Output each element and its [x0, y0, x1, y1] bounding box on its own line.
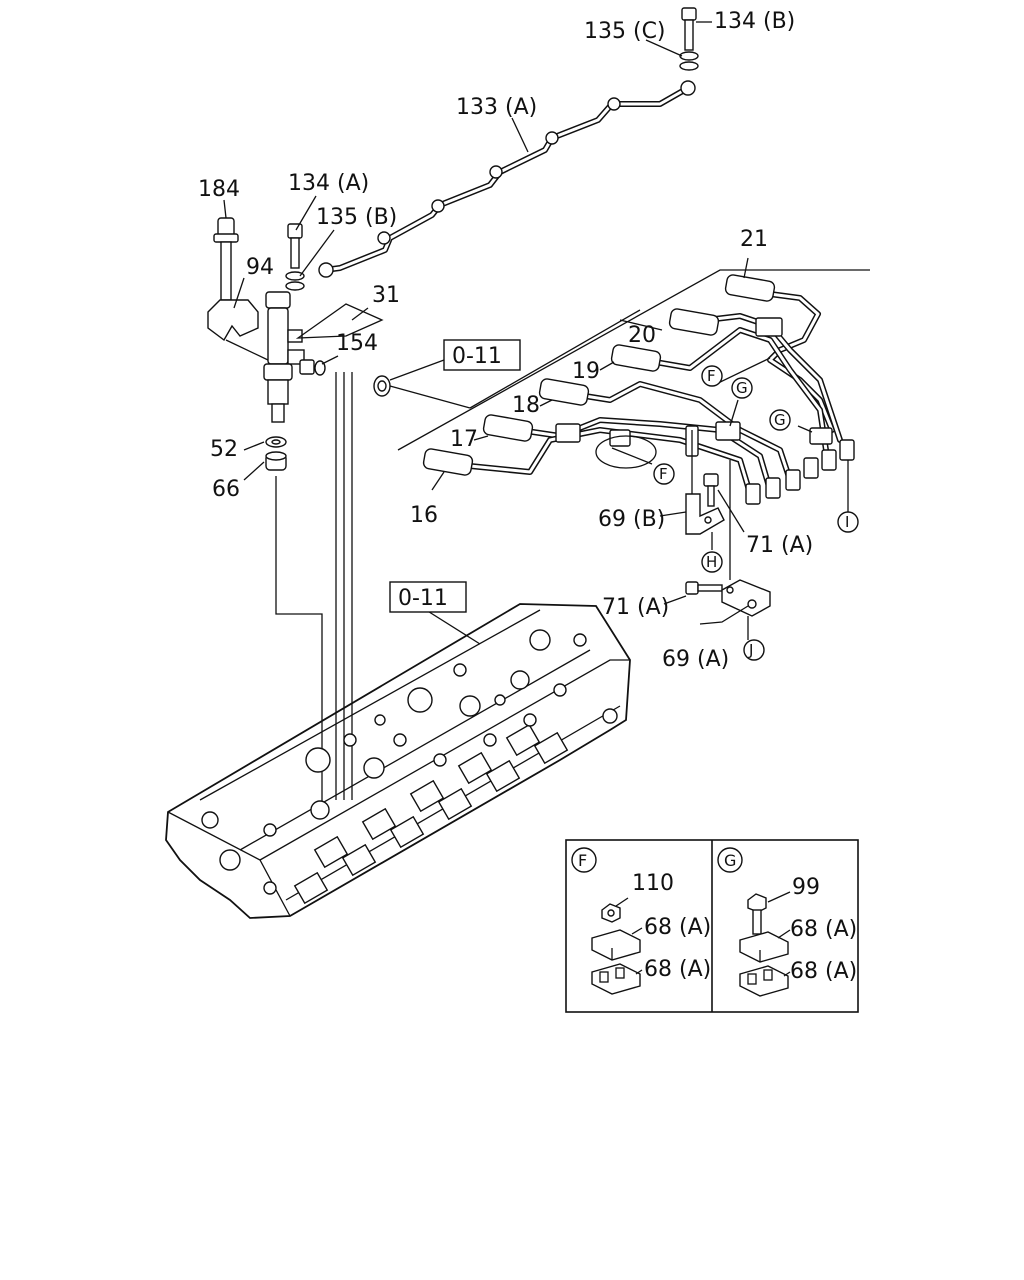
clamp-68a-lower-g [739, 965, 789, 997]
svg-text:I: I [845, 513, 849, 531]
label-18: 18 [512, 393, 540, 418]
bracket-69a[interactable] [721, 579, 771, 617]
detail-g[interactable]: G 99 68 (A) 68 (A) [717, 847, 857, 997]
label-68a-lower-g: 68 (A) [790, 959, 857, 984]
label-134a: 134 (A) [288, 171, 369, 196]
label-68a-lower-f: 68 (A) [644, 957, 711, 982]
bolt-71a-lower[interactable] [685, 581, 723, 595]
label-66: 66 [212, 477, 240, 502]
label-154: 154 [336, 331, 378, 356]
pipe-end-fittings [745, 439, 855, 505]
label-135c: 135 (C) [584, 19, 666, 44]
label-69a: 69 (A) [662, 647, 729, 672]
label-71a-upper: 71 (A) [746, 533, 813, 558]
leader-head [425, 609, 481, 645]
label-ref-top: 0-11 [452, 344, 502, 369]
bracket-69b[interactable] [685, 493, 725, 535]
label-21: 21 [740, 227, 768, 252]
cylinder-head[interactable] [165, 603, 631, 919]
fuel-pipe-133a[interactable] [318, 80, 696, 278]
head-ports [293, 723, 569, 905]
circle-letter-labels: F F G G H I J [659, 367, 849, 659]
detail-g-letter: G [724, 851, 736, 870]
label-19: 19 [572, 359, 600, 384]
pipe-bundle-outline [397, 269, 870, 451]
injector-31[interactable] [263, 291, 305, 423]
label-68a-upper-f: 68 (A) [644, 915, 711, 940]
label-20: 20 [628, 323, 656, 348]
label-69b: 69 (B) [598, 507, 665, 532]
label-17: 17 [450, 427, 478, 452]
svg-text:J: J [748, 641, 753, 659]
bolt-134a[interactable] [285, 223, 305, 291]
detail-box [565, 839, 859, 1013]
nut-110 [601, 903, 621, 923]
svg-text:F: F [659, 465, 668, 483]
svg-text:F: F [707, 367, 716, 385]
circle-letters [653, 365, 859, 661]
label-133a: 133 (A) [456, 95, 537, 120]
washer-52[interactable] [265, 436, 287, 448]
bolt-71a-upper[interactable] [703, 473, 719, 507]
bolt-134b[interactable] [679, 7, 699, 71]
bolt-184[interactable] [213, 217, 239, 301]
injection-pipe-19[interactable] [610, 327, 829, 453]
leader-lines-injector [225, 277, 471, 810]
label-68a-upper-g: 68 (A) [790, 917, 857, 942]
label-99: 99 [792, 875, 820, 900]
detail-f-letter: F [578, 851, 587, 870]
label-16: 16 [410, 503, 438, 528]
seal-66[interactable] [265, 451, 287, 471]
injection-pipe-18[interactable] [538, 378, 793, 483]
connector-0-11-seal[interactable] [373, 375, 391, 397]
injection-pipe-16[interactable] [422, 427, 755, 503]
label-52: 52 [210, 437, 238, 462]
injection-pipe-20[interactable] [668, 308, 843, 443]
part-labels: 184 94 134 (A) 135 (B) 133 (A) 135 (C) 1… [198, 9, 813, 672]
head-bolt-holes [201, 629, 618, 895]
label-110: 110 [632, 871, 674, 896]
o-ring-154[interactable] [314, 360, 326, 376]
label-ref-head: 0-11 [398, 586, 448, 611]
reference-box-top[interactable] [443, 339, 521, 371]
pipe-clamps [555, 317, 833, 469]
svg-text:H: H [706, 553, 717, 571]
clamp-68a-upper-g [739, 931, 789, 963]
clamp-68a-upper-f [591, 929, 641, 961]
leak-off-fitting [299, 359, 315, 375]
label-184: 184 [198, 177, 240, 202]
detail-f[interactable]: F 110 68 (A) 68 (A) [571, 847, 711, 995]
svg-text:G: G [774, 411, 786, 429]
label-134b: 134 (B) [714, 9, 795, 34]
reference-box-head[interactable] [389, 581, 467, 613]
clamp-68a-lower-f [591, 963, 641, 995]
leader-ref-top [389, 359, 445, 381]
clamp-94[interactable] [207, 299, 259, 342]
bolt-99 [747, 893, 767, 935]
label-94: 94 [246, 255, 274, 280]
label-71a-lower: 71 (A) [602, 595, 669, 620]
leader-lines-pipes [223, 21, 849, 640]
label-135b: 135 (B) [316, 205, 397, 230]
svg-text:G: G [736, 379, 748, 397]
label-31: 31 [372, 283, 400, 308]
